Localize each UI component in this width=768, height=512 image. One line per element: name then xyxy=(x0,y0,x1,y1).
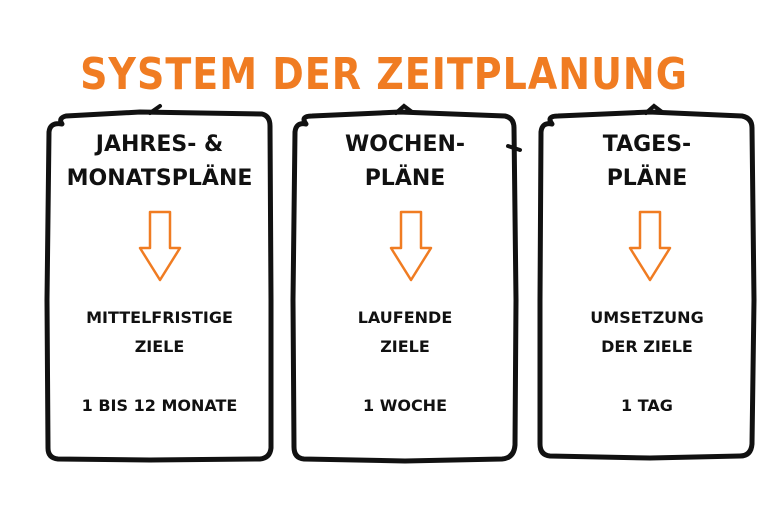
panel-annual-monthly: JAHRES- & MONATSPLÄNE MITTELFRISTIGE ZIE… xyxy=(48,0,271,512)
panel-goal: MITTELFRISTIGE ZIELE xyxy=(48,303,271,361)
panel-duration: 1 TAG xyxy=(621,396,673,415)
panel-daily: TAGES- PLÄNE UMSETZUNG DER ZIELE 1 TAG xyxy=(540,0,754,512)
heading-line: PLÄNE xyxy=(364,166,446,191)
panel-frame-1 xyxy=(44,109,274,463)
goal-line: LAUFENDE xyxy=(357,308,453,327)
panel-duration: 1 BIS 12 MONATE xyxy=(81,396,238,415)
panel-heading: JAHRES- & MONATSPLÄNE xyxy=(48,128,271,196)
goal-line: UMSETZUNG xyxy=(590,308,704,327)
heading-line: JAHRES- & xyxy=(95,132,224,157)
panel-goal: UMSETZUNG DER ZIELE xyxy=(540,303,754,361)
goal-line: ZIELE xyxy=(380,337,430,356)
page-title: SYSTEM DER ZEITPLANUNG xyxy=(80,48,688,100)
panel-frame-2 xyxy=(290,109,519,464)
heading-line: MONATSPLÄNE xyxy=(66,166,253,191)
goal-line: MITTELFRISTIGE xyxy=(86,308,233,327)
panel-heading: TAGES- PLÄNE xyxy=(540,128,754,196)
goal-line: DER ZIELE xyxy=(601,337,693,356)
heading-line: WOCHEN- xyxy=(344,132,466,157)
panel-weekly: WOCHEN- PLÄNE LAUFENDE ZIELE 1 WOCHE xyxy=(294,0,516,512)
down-arrow-icon xyxy=(628,210,672,282)
panel-frame-3 xyxy=(537,109,757,461)
heading-line: TAGES- xyxy=(602,132,692,157)
panel-heading: WOCHEN- PLÄNE xyxy=(294,128,516,196)
goal-line: ZIELE xyxy=(134,337,185,356)
panel-duration: 1 WOCHE xyxy=(362,396,447,415)
heading-line: PLÄNE xyxy=(606,166,688,191)
down-arrow-icon xyxy=(389,210,433,282)
panel-goal: LAUFENDE ZIELE xyxy=(294,303,516,361)
down-arrow-icon xyxy=(138,210,182,282)
